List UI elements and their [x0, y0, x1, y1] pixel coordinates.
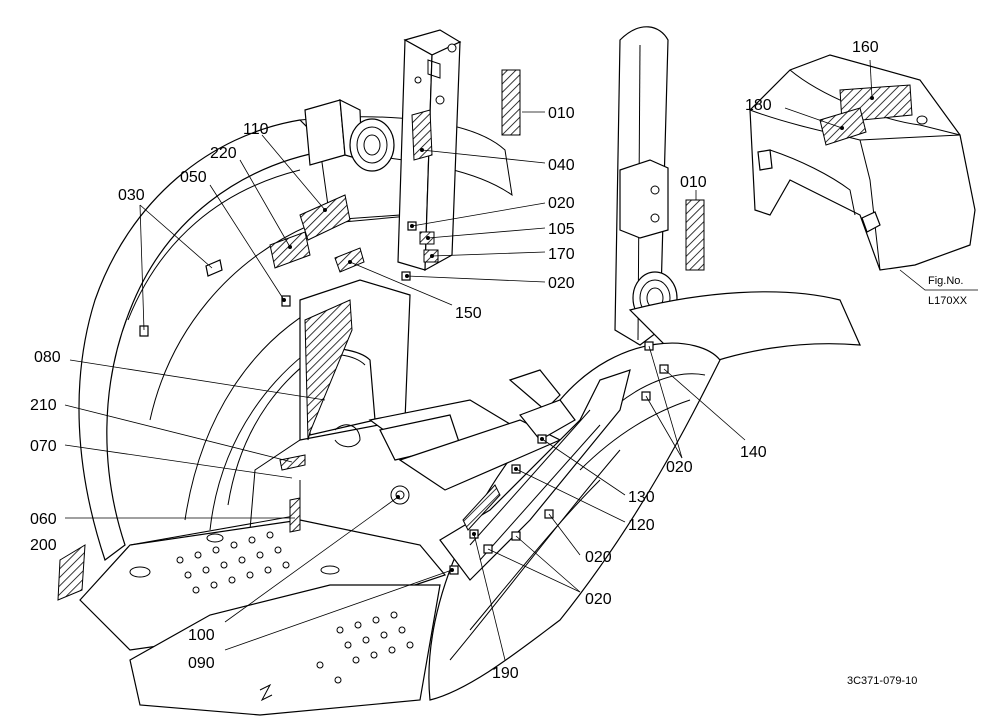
callout-050: 050	[180, 169, 207, 186]
callout-070: 070	[30, 438, 57, 455]
left-work-lamp	[304, 98, 395, 172]
callout-180: 180	[745, 97, 772, 114]
right-rops-pillar	[614, 26, 669, 346]
callout-120: 120	[628, 517, 655, 534]
drawing-code: 3C371-079-10	[847, 675, 917, 687]
callout-080: 080	[34, 349, 61, 366]
fig-no-label: Fig.No.	[928, 275, 963, 287]
callout-200: 200	[30, 537, 57, 554]
front-cover	[749, 54, 976, 271]
callout-150: 150	[455, 305, 482, 322]
callout-140: 140	[740, 444, 767, 461]
left-rops-pillar	[397, 29, 462, 272]
callout-090: 090	[188, 655, 215, 672]
callout-020-mid: 020	[585, 549, 612, 566]
callout-020-top: 020	[548, 195, 575, 212]
floor-plate	[79, 480, 447, 716]
leader-lines	[64, 59, 978, 661]
callout-170: 170	[548, 246, 575, 263]
callout-130: 130	[628, 489, 655, 506]
callout-040: 040	[548, 157, 575, 174]
callout-110: 110	[243, 121, 269, 138]
callout-060: 060	[30, 511, 57, 528]
callout-190: 190	[492, 665, 519, 682]
callout-160: 160	[852, 39, 879, 56]
callout-010-top: 010	[548, 105, 575, 122]
callout-100: 100	[188, 627, 215, 644]
decals	[57, 69, 913, 601]
center-console	[439, 369, 631, 581]
callout-labels: 010 010 020 020 020 020 020 030 040 050 …	[30, 39, 879, 682]
callout-030: 030	[118, 187, 145, 204]
callout-020-right: 020	[666, 459, 693, 476]
callout-210: 210	[30, 397, 57, 414]
fig-number: L170XX	[928, 295, 968, 307]
callout-010-right: 010	[680, 174, 707, 191]
callout-105: 105	[548, 221, 575, 238]
callout-220: 220	[210, 145, 237, 162]
callout-020-upper: 020	[548, 275, 575, 292]
callout-020-bottom: 020	[585, 591, 612, 608]
